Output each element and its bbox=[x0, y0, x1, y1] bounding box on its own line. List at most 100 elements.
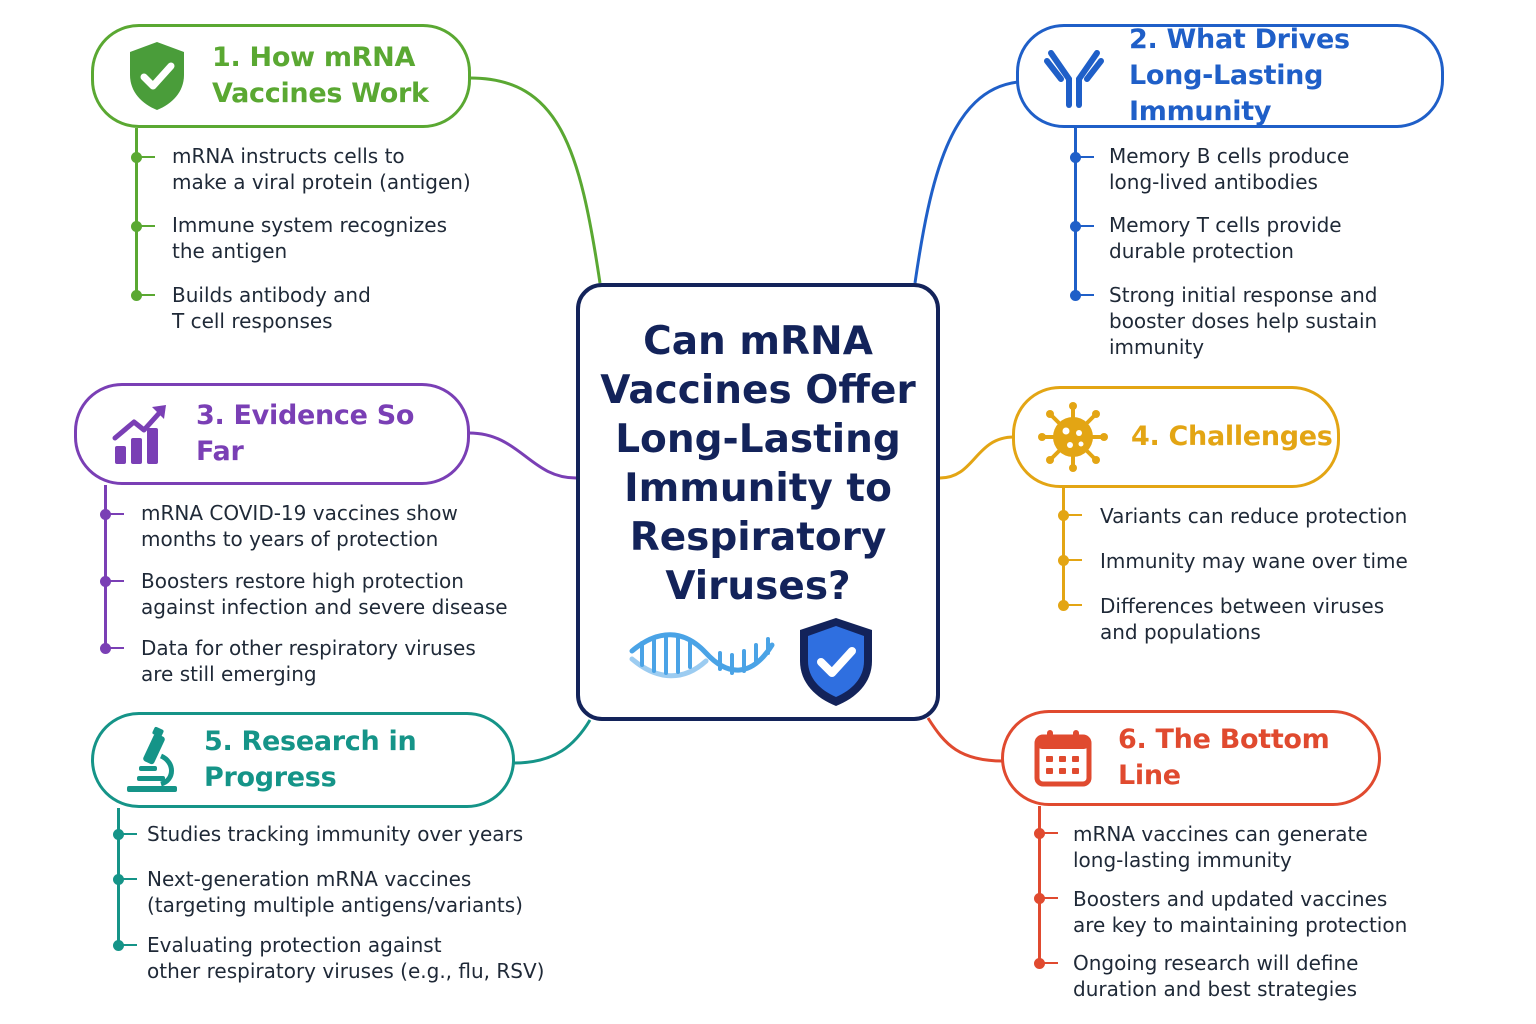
title-line: 3. Evidence So Far bbox=[196, 400, 415, 467]
section-research-title: 5. Research in Progress bbox=[204, 724, 512, 796]
section-research-header: 5. Research in Progress bbox=[91, 712, 515, 808]
bullet-tick bbox=[137, 225, 155, 227]
connector-drives bbox=[913, 80, 1019, 284]
title-line: Can mRNA bbox=[643, 319, 873, 364]
bullet-dot bbox=[1034, 893, 1045, 904]
bullet-rail bbox=[135, 128, 138, 298]
title-line: Respiratory bbox=[629, 515, 887, 560]
bullet-dot bbox=[131, 152, 142, 163]
bullet-tick bbox=[1076, 294, 1094, 296]
bullet-tick bbox=[1064, 604, 1082, 606]
bullet-dot bbox=[100, 643, 111, 654]
shield-check-icon bbox=[122, 37, 192, 115]
bullet-dot bbox=[1034, 828, 1045, 839]
title-line: Long-Lasting bbox=[615, 417, 901, 462]
bullet-dot bbox=[131, 290, 142, 301]
bullet-dot bbox=[100, 576, 111, 587]
section-how-title: 1. How mRNA Vaccines Work bbox=[212, 40, 429, 112]
section-drives-title: 2. What Drives Long-Lasting Immunity bbox=[1129, 22, 1441, 130]
bullet-item: Studies tracking immunity over years bbox=[147, 822, 524, 846]
section-evidence-title: 3. Evidence So Far bbox=[196, 398, 467, 470]
bullet-dot bbox=[113, 874, 124, 885]
title-line: 5. Research in Progress bbox=[204, 726, 417, 793]
title-line: Viruses? bbox=[665, 564, 851, 609]
central-question-title: Can mRNA Vaccines Offer Long-Lasting Imm… bbox=[580, 317, 936, 611]
bullet-dot bbox=[100, 509, 111, 520]
title-line: Immunity to bbox=[624, 466, 892, 511]
bullet-dot bbox=[1070, 290, 1081, 301]
bullet-item: Variants can reduce protection bbox=[1100, 504, 1408, 528]
bullet-tick bbox=[119, 878, 137, 880]
section-bottom-header: 6. The Bottom Line bbox=[1001, 710, 1381, 806]
section-evidence-header: 3. Evidence So Far bbox=[74, 383, 470, 485]
bullet-dot bbox=[1070, 221, 1081, 232]
microscope-icon bbox=[122, 725, 182, 795]
bullet-tick bbox=[1040, 962, 1058, 964]
bullet-rail bbox=[1062, 488, 1065, 608]
bullet-dot bbox=[1070, 152, 1081, 163]
title-line: Vaccines Work bbox=[212, 78, 429, 109]
connector-research bbox=[513, 719, 592, 765]
bullet-tick bbox=[106, 647, 124, 649]
bullet-dot bbox=[113, 940, 124, 951]
bullet-rail bbox=[1074, 128, 1077, 298]
title-line: 4. Challenges bbox=[1131, 421, 1333, 452]
bullet-tick bbox=[1040, 897, 1058, 899]
bullet-tick bbox=[106, 513, 124, 515]
connector-how bbox=[469, 76, 602, 284]
section-drives-header: 2. What Drives Long-Lasting Immunity bbox=[1016, 24, 1444, 128]
bullet-tick bbox=[1076, 156, 1094, 158]
bullet-dot bbox=[131, 221, 142, 232]
connector-challenges bbox=[939, 435, 1015, 480]
central-question-box: Can mRNA Vaccines Offer Long-Lasting Imm… bbox=[576, 283, 940, 721]
bullet-tick bbox=[1040, 832, 1058, 834]
calendar-icon bbox=[1032, 727, 1094, 789]
bullet-tick bbox=[137, 156, 155, 158]
bullet-tick bbox=[137, 294, 155, 296]
bullet-dot bbox=[1058, 600, 1069, 611]
connector-bottom bbox=[926, 717, 1004, 763]
section-challenges-header: 4. Challenges bbox=[1012, 386, 1340, 488]
virus-icon bbox=[1037, 401, 1109, 473]
bullet-tick bbox=[119, 833, 137, 835]
bullet-dot bbox=[1058, 510, 1069, 521]
bullet-rail bbox=[1038, 806, 1041, 966]
bar-chart-trend-icon bbox=[111, 401, 171, 467]
bullet-item: Immunity may wane over time bbox=[1100, 549, 1408, 573]
connector-evidence bbox=[468, 431, 577, 480]
bullet-dot bbox=[1034, 958, 1045, 969]
bullet-dot bbox=[1058, 555, 1069, 566]
bullet-tick bbox=[1064, 514, 1082, 516]
antibody-icon bbox=[1041, 41, 1107, 111]
shield-check-icon bbox=[794, 615, 878, 713]
title-line: 1. How mRNA bbox=[212, 42, 416, 73]
dna-strand-icon bbox=[628, 631, 776, 691]
bullet-tick bbox=[1076, 225, 1094, 227]
section-challenges-title: 4. Challenges bbox=[1131, 419, 1333, 455]
title-line: 6. The Bottom Line bbox=[1118, 724, 1330, 791]
title-line: Long-Lasting Immunity bbox=[1129, 60, 1324, 127]
bullet-tick bbox=[106, 580, 124, 582]
section-bottom-title: 6. The Bottom Line bbox=[1118, 722, 1378, 794]
title-line: Vaccines Offer bbox=[600, 368, 916, 413]
section-how-header: 1. How mRNA Vaccines Work bbox=[91, 24, 471, 128]
bullet-tick bbox=[119, 944, 137, 946]
bullet-item: Next-generation mRNA vaccines(targeting … bbox=[147, 867, 523, 917]
bullet-rail bbox=[104, 485, 107, 650]
bullet-tick bbox=[1064, 559, 1082, 561]
bullet-dot bbox=[113, 829, 124, 840]
